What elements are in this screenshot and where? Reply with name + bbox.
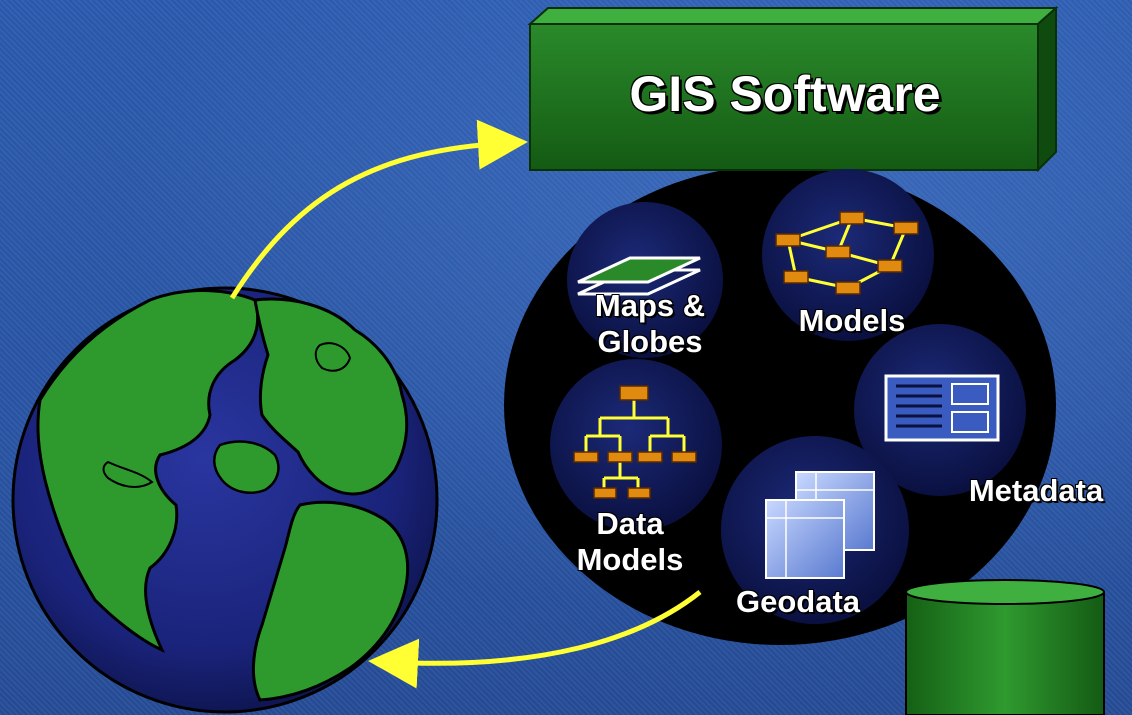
- label-maps-globes: Maps & Globes: [560, 288, 740, 359]
- label-data-line1: Data: [596, 506, 664, 541]
- earth-globe: [11, 286, 439, 714]
- arrow-globe-to-software: [229, 119, 528, 300]
- label-data-line2: Models: [576, 541, 684, 577]
- label-data-models: Data Models: [550, 506, 710, 577]
- slide-title: GIS Software: [629, 66, 941, 122]
- label-models: Models: [798, 303, 906, 338]
- arrow-software-to-globe: [368, 590, 702, 689]
- data-models-circle: [550, 359, 722, 531]
- label-metadata: Metadata: [968, 473, 1104, 508]
- model-nodes: [775, 211, 919, 295]
- geodata-sheets-icon: [765, 471, 875, 579]
- label-maps-line2: Globes: [597, 323, 703, 359]
- database-cylinder: [905, 579, 1105, 715]
- map-layers-icon: [577, 256, 701, 296]
- metadata-document-icon: [884, 374, 1000, 442]
- label-geodata: Geodata: [735, 584, 861, 619]
- gis-software-box: [527, 5, 1059, 173]
- label-maps-line1: Maps &: [594, 288, 706, 323]
- hierarchy-icon: [573, 385, 697, 499]
